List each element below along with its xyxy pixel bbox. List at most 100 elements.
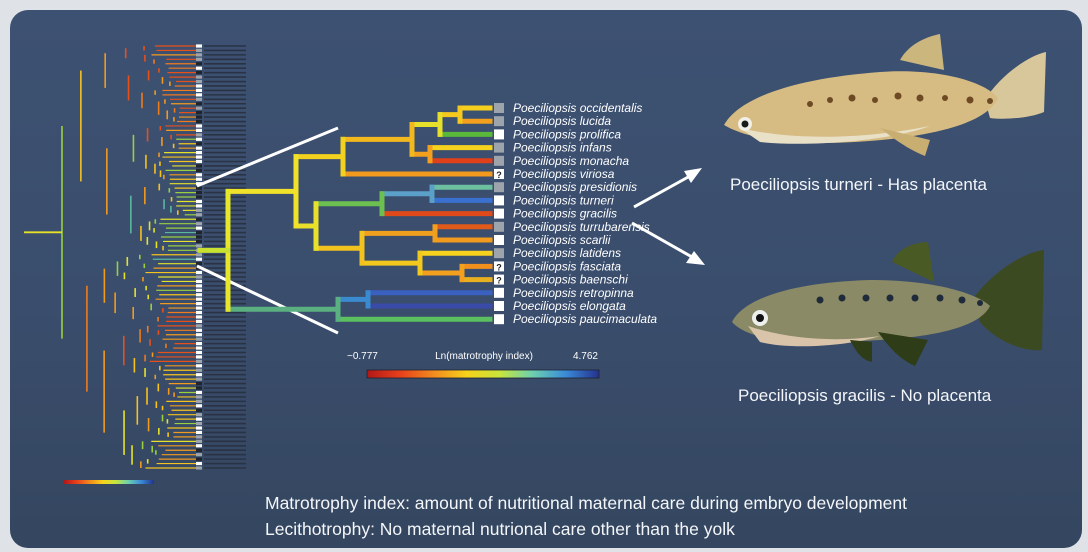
trait-box bbox=[494, 208, 504, 219]
species-row: Poeciliopsis turrubarensis bbox=[494, 220, 650, 234]
overview-tip-marker bbox=[196, 302, 202, 306]
species-row: Poeciliopsis lucida bbox=[494, 114, 611, 128]
turneri-caption: Poeciliopsis turneri - Has placenta bbox=[730, 175, 988, 194]
turneri-pupil bbox=[741, 120, 749, 128]
trait-box bbox=[494, 129, 504, 140]
trait-box bbox=[494, 182, 504, 193]
overview-tip-marker bbox=[196, 168, 202, 172]
overview-tip-marker bbox=[196, 466, 202, 470]
colorbar-gradient bbox=[366, 369, 600, 379]
overview-tip-marker bbox=[196, 310, 202, 315]
overview-tip-marker bbox=[196, 421, 202, 426]
overview-tip-marker bbox=[196, 342, 202, 346]
overview-tip-marker bbox=[196, 239, 202, 244]
overview-tip-marker bbox=[196, 97, 202, 101]
overview-tip-marker bbox=[196, 257, 202, 261]
unknown-marker: ? bbox=[496, 276, 502, 286]
species-row: Poeciliopsis retropinna bbox=[494, 286, 634, 300]
species-name: Poeciliopsis lucida bbox=[513, 114, 611, 128]
overview-tip-marker bbox=[196, 222, 202, 226]
fish-arrows bbox=[631, 168, 705, 265]
species-name: Poeciliopsis infans bbox=[513, 141, 612, 155]
overview-tip-marker bbox=[196, 324, 202, 328]
species-name: Poeciliopsis fasciata bbox=[513, 259, 621, 273]
overview-tip-marker bbox=[196, 48, 202, 53]
overview-tip-marker bbox=[196, 404, 202, 408]
trait-box bbox=[494, 274, 504, 285]
overview-tip-marker bbox=[196, 435, 202, 439]
overview-tip-marker bbox=[196, 244, 202, 248]
overview-tip-marker bbox=[196, 368, 202, 372]
species-name: Poeciliopsis turneri bbox=[513, 193, 614, 207]
species-name: Poeciliopsis baenschi bbox=[513, 273, 628, 287]
species-name: Poeciliopsis prolifica bbox=[513, 127, 621, 141]
species-row: Poeciliopsis occidentalis bbox=[494, 101, 642, 115]
arrow-turneri-line bbox=[633, 174, 691, 209]
gracilis-spots bbox=[816, 294, 983, 306]
overview-tip-marker bbox=[196, 62, 202, 66]
overview-tip-marker bbox=[196, 270, 202, 275]
overview-tip-marker bbox=[196, 306, 202, 310]
overview-tip-marker bbox=[196, 208, 202, 212]
overview-tip-marker bbox=[196, 213, 202, 217]
overview-tip-marker bbox=[196, 146, 202, 150]
turneri-tail-fin bbox=[985, 52, 1046, 119]
overview-tip-marker bbox=[196, 275, 202, 279]
overview-tip-marker bbox=[196, 159, 202, 164]
gracilis-tail-fin bbox=[975, 250, 1044, 351]
overview-tip-marker bbox=[196, 155, 202, 159]
trait-box bbox=[494, 195, 504, 206]
overview-tip-marker bbox=[196, 253, 202, 257]
species-row: Poeciliopsis turneri bbox=[494, 193, 614, 207]
overview-tip-marker bbox=[196, 57, 202, 61]
gracilis-caption: Poeciliopsis gracilis - No placenta bbox=[738, 386, 992, 405]
arrow-gracilis-line bbox=[631, 221, 693, 259]
species-name: Poeciliopsis monacha bbox=[513, 154, 629, 168]
species-name: Poeciliopsis retropinna bbox=[513, 286, 634, 300]
overview-tip-marker bbox=[196, 217, 202, 221]
trait-box bbox=[494, 301, 504, 311]
overview-tip-marker bbox=[196, 439, 202, 443]
overview-tip-marker bbox=[196, 53, 202, 57]
overview-tip-marker bbox=[196, 337, 202, 341]
colorbar-title: Ln(matrotrophy index) bbox=[435, 351, 533, 362]
overview-tip-marker bbox=[196, 284, 202, 288]
overview-tip-marker bbox=[196, 235, 202, 239]
overview-tip-marker bbox=[196, 390, 202, 395]
overview-tip-marker bbox=[196, 346, 202, 350]
trait-box bbox=[494, 169, 504, 179]
species-name: Poeciliopsis latidens bbox=[513, 246, 621, 260]
overview-tip-marker bbox=[196, 177, 202, 181]
species-row: Poeciliopsis scarlii bbox=[494, 233, 611, 247]
overview-tip-marker bbox=[196, 115, 202, 119]
overview-tip-marker bbox=[196, 66, 202, 70]
overview-colorbar bbox=[64, 480, 154, 484]
species-row: Poeciliopsis elongata bbox=[494, 299, 626, 313]
overview-tip-marker bbox=[196, 199, 202, 204]
overview-tip-marker bbox=[196, 102, 202, 106]
overview-tip-marker bbox=[196, 444, 202, 448]
overview-tip-marker bbox=[196, 364, 202, 368]
species-name: Poeciliopsis paucimaculata bbox=[513, 312, 657, 326]
gracilis-dorsal-fin bbox=[892, 242, 934, 282]
trait-box bbox=[494, 287, 504, 298]
turneri-anal-fin bbox=[880, 128, 930, 156]
species-row: Poeciliopsis infans bbox=[494, 141, 612, 155]
overview-tip-marker bbox=[196, 430, 202, 435]
overview-tip-marker bbox=[196, 142, 202, 146]
species-name: Poeciliopsis gracilis bbox=[513, 207, 617, 221]
species-row: Poeciliopsis presidionis bbox=[494, 180, 637, 194]
overview-tip-marker bbox=[196, 119, 202, 124]
overview-tip-marker bbox=[196, 133, 202, 137]
overview-tip-marker bbox=[196, 262, 202, 266]
overview-tip-marker bbox=[196, 413, 202, 417]
overview-tip-marker bbox=[196, 106, 202, 110]
overview-tip-marker bbox=[196, 293, 202, 297]
overview-tip-marker bbox=[196, 84, 202, 88]
overview-phylogeny bbox=[24, 44, 246, 484]
overview-tip-marker bbox=[196, 279, 202, 284]
overview-tip-marker bbox=[196, 373, 202, 377]
zoom-line-top bbox=[196, 126, 339, 188]
overview-tip-marker bbox=[196, 137, 202, 141]
